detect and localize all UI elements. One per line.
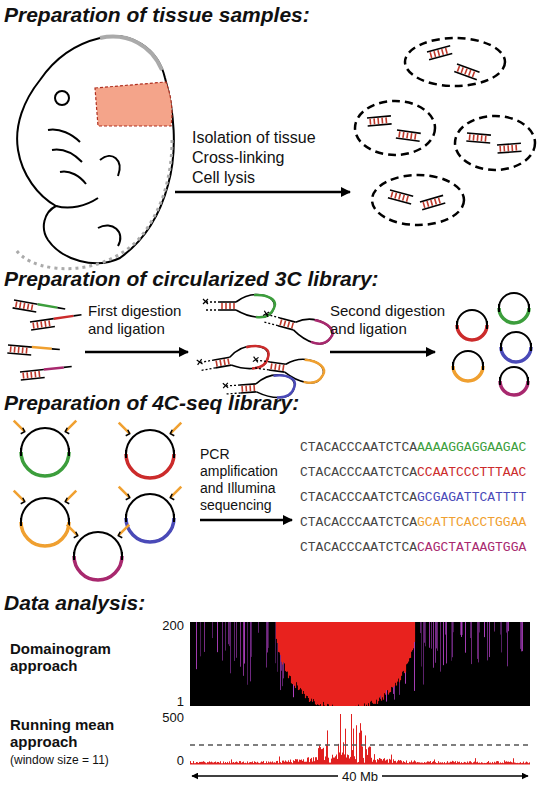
- dna-fragment: [7, 345, 59, 358]
- step-label: Second digestion and ligation: [330, 302, 455, 338]
- scale-label: 40 Mb: [338, 769, 382, 784]
- circular-3c-molecule: [453, 351, 483, 381]
- sequence-read: GCGAGATTCATTTT: [417, 490, 526, 506]
- threshold-line: [190, 744, 530, 745]
- ligated-loop: [196, 343, 271, 378]
- ligated-loop: [260, 306, 335, 347]
- dna-fragment: [497, 143, 521, 153]
- arrow: [85, 351, 188, 354]
- sequence-read: CAGCTATAAGTGGA: [417, 540, 526, 556]
- sequence-read: GCATTCACCTGGAA: [417, 515, 526, 531]
- sequence-primer: CTACACCCAATCTCA: [300, 540, 417, 556]
- section-heading: Preparation of circularized 3C library:: [4, 266, 379, 291]
- step-label: Isolation of tissue: [192, 128, 316, 147]
- step-label: First digestion and ligation: [88, 302, 206, 338]
- sequence-primer: CTACACCCAATCTCA: [300, 440, 417, 456]
- method-note: (window size = 11): [10, 753, 109, 767]
- method-label: Running mean approach: [10, 716, 135, 750]
- dna-fragment: [30, 315, 83, 330]
- sequence-read: CCAATCCCTTTAAC: [417, 465, 526, 481]
- axis-label: 1: [177, 694, 184, 709]
- circular-4c-template: [14, 491, 77, 546]
- step-label: Cell lysis: [192, 168, 255, 187]
- nucleus: [372, 175, 464, 225]
- domainogram-signal: [197, 622, 523, 706]
- circular-4c-template: [119, 423, 182, 478]
- dna-fragment: [454, 64, 479, 80]
- dna-fragment: [13, 300, 66, 317]
- nucleus: [355, 101, 435, 155]
- arrow: [200, 519, 292, 522]
- method-label: Domainogram approach: [10, 640, 135, 674]
- section-heading: Data analysis:: [4, 590, 145, 615]
- dna-fragment: [420, 195, 445, 209]
- sequence-read: AAAAGGAGGAAGAC: [417, 440, 526, 456]
- circular-4c-template: [14, 421, 77, 476]
- circular-3c-molecule: [500, 367, 528, 395]
- axis-label: 200: [162, 618, 184, 633]
- step-label: Cross-linking: [192, 148, 284, 167]
- sequence-primer: CTACACCCAATCTCA: [300, 465, 417, 481]
- sequence-primer: CTACACCCAATCTCA: [300, 490, 417, 506]
- baseline: [190, 764, 530, 765]
- circular-3c-molecule: [501, 332, 531, 362]
- circular-3c-molecule: [499, 293, 529, 323]
- dna-fragment: [466, 133, 491, 143]
- step-label: PCR amplification and Illumina sequencin…: [200, 446, 296, 514]
- embryo: [17, 36, 174, 263]
- section-heading: Preparation of tissue samples:: [4, 2, 310, 27]
- section-heading: Preparation of 4C-seq library:: [4, 390, 299, 415]
- running-mean-signal: [191, 714, 530, 764]
- axis-label: 500: [162, 710, 184, 725]
- circular-4c-template: [119, 487, 182, 542]
- arrow: [175, 191, 350, 194]
- domainogram-panel: [190, 622, 530, 706]
- brain-line: [100, 37, 162, 70]
- spine-dotted: [16, 140, 172, 269]
- ligated-loop: [203, 295, 275, 318]
- dna-fragment: [20, 367, 73, 380]
- sequence-primer: CTACACCCAATCTCA: [300, 515, 417, 531]
- dna-fragment: [396, 130, 421, 141]
- dna-fragment: [388, 190, 413, 204]
- arrow: [330, 351, 435, 354]
- axis-label: 0: [177, 753, 184, 768]
- nucleus: [405, 38, 505, 86]
- dna-fragment: [427, 46, 452, 60]
- dna-fragment: [367, 116, 392, 126]
- circular-4c-template: [67, 525, 130, 580]
- nucleus: [455, 116, 535, 170]
- tissue-region: [95, 82, 172, 126]
- circular-3c-molecule: [457, 310, 487, 340]
